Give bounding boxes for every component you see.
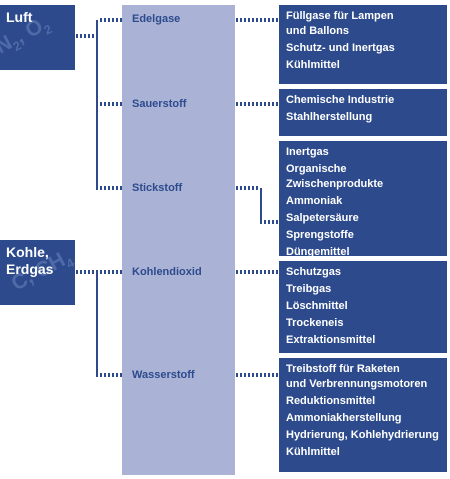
conn-luft-sauerstoff (98, 102, 130, 106)
use-item: Treibstoff für Raketen und Verbrennungsm… (286, 363, 428, 390)
use-item: Ammoniakherstellung (286, 412, 402, 424)
conn-stickstoff-to-box (260, 220, 279, 224)
use-item: Treibgas (286, 283, 332, 295)
use-item: Kühlmittel (286, 59, 340, 71)
use-item: Extraktionsmittel (286, 334, 376, 346)
use-box-sauerstoff: Chemische Industrie Stahlherstellung (279, 89, 447, 136)
gas-column-band (122, 5, 235, 475)
use-item: Düngemittel (286, 246, 350, 258)
source-title: Luft (6, 9, 33, 25)
use-box-kohlendioxid: Schutzgas Treibgas Löschmittel Trockenei… (279, 261, 447, 353)
use-item: Trockeneis (286, 317, 344, 329)
use-item: Hydrierung, Kohlehydrierung (286, 429, 439, 441)
gas-label-sauerstoff: Sauerstoff (130, 97, 189, 111)
gas-label-wasserstoff: Wasserstoff (130, 368, 197, 382)
gas-label-stickstoff: Stickstoff (130, 181, 185, 195)
conn-kohle-trunk (96, 272, 100, 377)
source-title: Kohle, Erdgas (6, 244, 54, 277)
use-box-wasserstoff: Treibstoff für Raketen und Verbrennungsm… (279, 358, 447, 472)
conn-kohlendioxid-use (202, 270, 279, 274)
gas-label-edelgase: Edelgase (130, 12, 183, 26)
use-item: Reduktionsmittel (286, 395, 376, 407)
conn-kohle-wasserstoff (98, 373, 130, 377)
use-item: Schutz- und Inertgas (286, 42, 395, 54)
conn-kohle-out (75, 270, 130, 274)
use-item: Schutzgas (286, 266, 342, 278)
use-item: Löschmittel (286, 300, 348, 312)
use-item: Organische Zwischenprodukte (286, 163, 384, 190)
conn-stickstoff-vert (258, 188, 262, 224)
conn-wasserstoff-use (195, 373, 279, 377)
conn-luft-stickstoff (98, 186, 130, 190)
conn-luft-edelgase (98, 18, 130, 22)
use-box-edelgase: Füllgase für Lampen und Ballons Schutz- … (279, 5, 447, 84)
conn-edelgase-use (200, 18, 279, 22)
use-box-stickstoff: Inertgas Organische Zwischenprodukte Amm… (279, 141, 447, 258)
use-item: Chemische Industrie (286, 94, 395, 106)
use-item: Kühlmittel (286, 446, 340, 458)
source-box-luft: Luft N2, O2 (0, 5, 75, 70)
use-item: Füllgase für Lampen und Ballons (286, 10, 394, 37)
conn-luft-out (75, 34, 98, 38)
use-item: Sprengstoffe (286, 229, 354, 241)
gas-label-kohlendioxid: Kohlendioxid (130, 265, 204, 279)
use-item: Inertgas (286, 146, 329, 158)
use-item: Ammoniak (286, 195, 343, 207)
use-item: Salpetersäure (286, 212, 359, 224)
source-box-kohle-erdgas: Kohle, Erdgas C, CH4 (0, 240, 75, 305)
use-item: Stahlherstellung (286, 111, 373, 123)
